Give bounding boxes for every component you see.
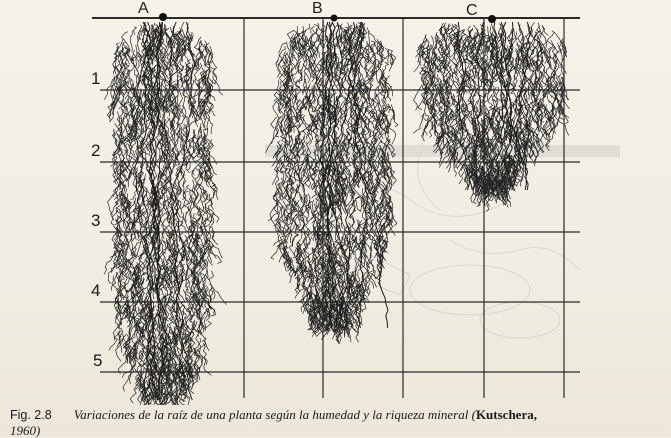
caption-author: Kutschera, <box>476 407 537 422</box>
stem-a <box>159 13 167 21</box>
root-system-a <box>104 22 227 405</box>
figure-number: Fig. 2.8 <box>10 408 52 422</box>
root-strands <box>413 22 569 211</box>
figure-caption: Fig. 2.8 Variaciones de la raíz de una pl… <box>10 407 670 438</box>
depth-label-2: 2 <box>91 142 100 159</box>
root-strands <box>104 22 227 405</box>
column-label-b: B <box>312 1 323 17</box>
depth-label-4: 4 <box>91 282 100 299</box>
column-label-a: A <box>138 1 149 17</box>
root-system-c <box>413 22 569 212</box>
root-diagram <box>0 0 671 405</box>
caption-text: Variaciones de la raíz de una planta seg… <box>74 407 476 422</box>
root-system-b <box>266 22 398 344</box>
depth-label-5: 5 <box>93 352 102 369</box>
stem-c <box>488 15 496 23</box>
caption-year: 1960) <box>10 423 40 438</box>
column-label-c: C <box>466 3 478 19</box>
stem-b <box>331 15 338 22</box>
depth-label-1: 1 <box>91 70 100 87</box>
depth-label-3: 3 <box>91 212 100 229</box>
